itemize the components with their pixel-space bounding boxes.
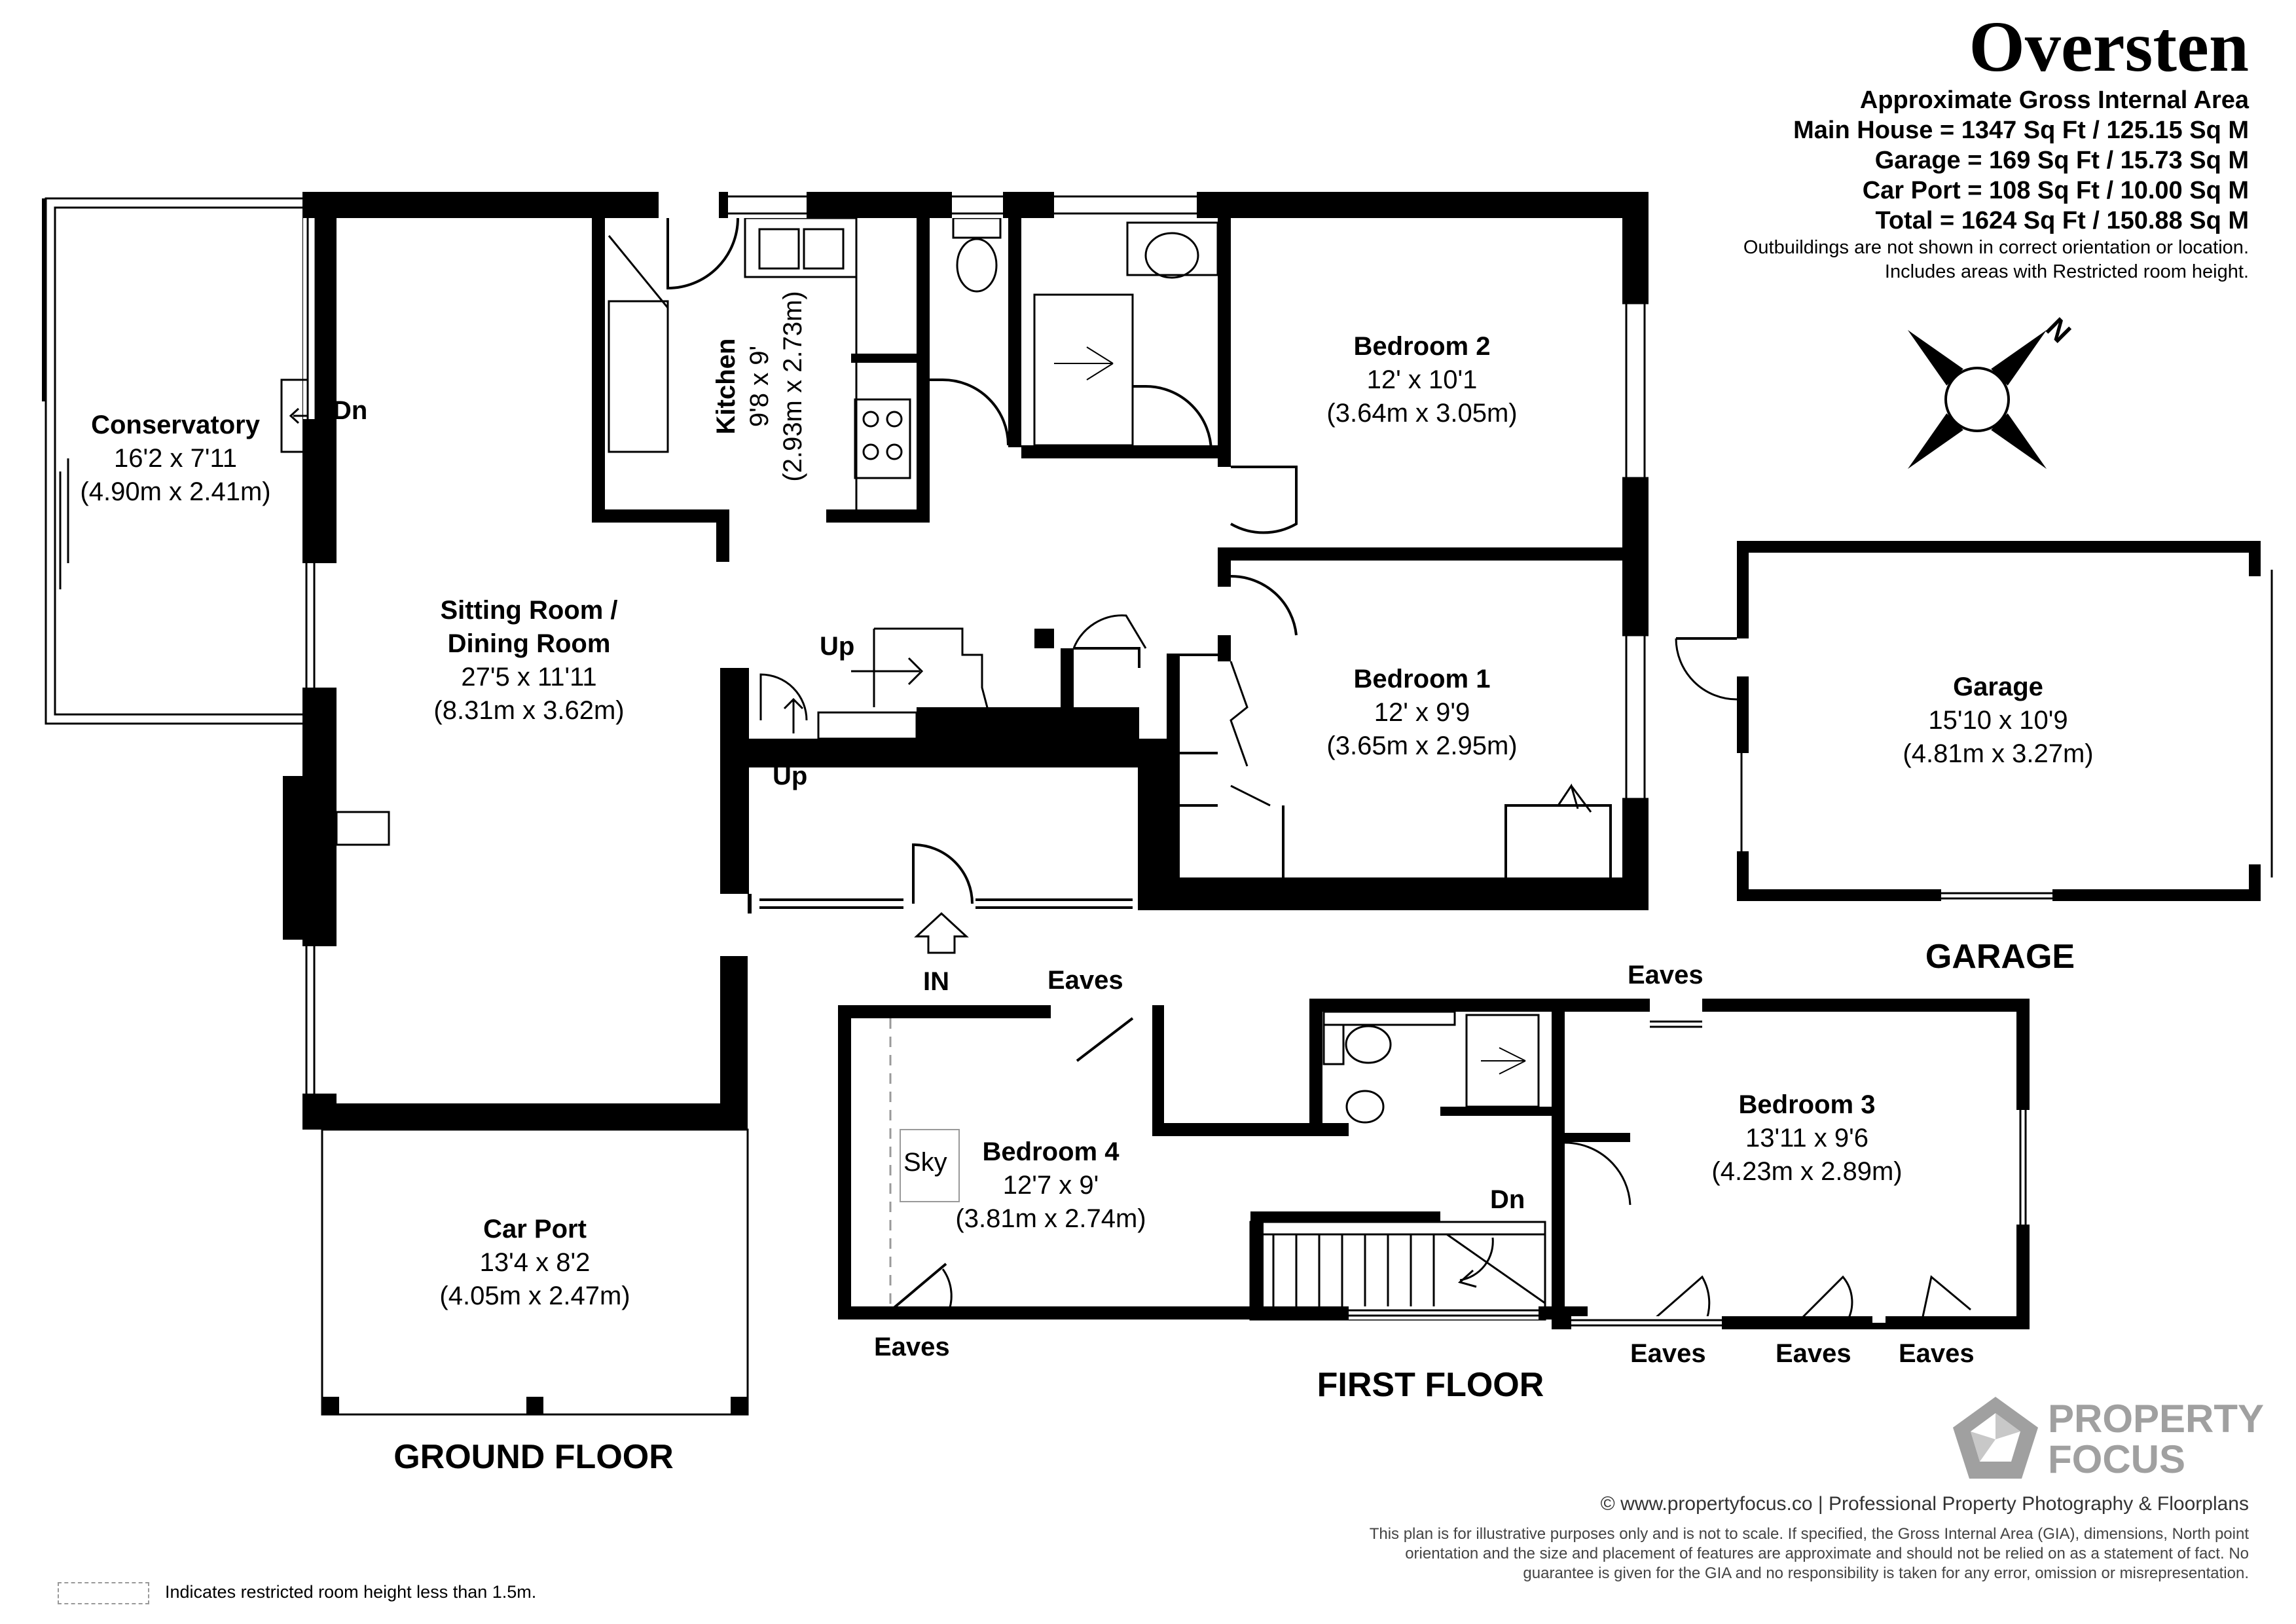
- note-restricted: Includes areas with Restricted room heig…: [1884, 261, 2249, 282]
- room-name-bedroom1: Bedroom 1: [1354, 665, 1491, 693]
- area-main-house: Main House = 1347 Sq Ft / 125.15 Sq M: [1793, 117, 2249, 144]
- legend-text: Indicates restricted room height less th…: [165, 1582, 537, 1602]
- room-name-conservatory: Conservatory: [91, 411, 261, 439]
- label-eaves-bedroom3-1: Eaves: [1630, 1339, 1706, 1368]
- property-name: Oversten: [1969, 7, 2249, 86]
- property-focus-logo: PROPERTY FOCUS: [1950, 1393, 2264, 1485]
- first-floor-plan: [838, 999, 2030, 1329]
- ground-floor-plan: [42, 192, 1649, 1416]
- label-up-stairs: Up: [820, 632, 854, 661]
- room-name-sitting-1: Sitting Room /: [440, 596, 617, 625]
- room-name-kitchen: Kitchen: [712, 339, 740, 435]
- room-name-bedroom3: Bedroom 3: [1739, 1090, 1876, 1119]
- room-dims-sitting: 27'5 x 11'11: [461, 663, 596, 692]
- room-dims-garage: 15'10 x 10'9: [1928, 706, 2068, 735]
- label-eaves-bedroom3-top: Eaves: [1628, 961, 1704, 989]
- area-car-port: Car Port = 108 Sq Ft / 10.00 Sq M: [1862, 177, 2249, 204]
- room-dims-carport: 13'4 x 8'2: [480, 1248, 591, 1277]
- room-metric-carport: (4.05m x 2.47m): [439, 1282, 630, 1310]
- room-metric-conservatory: (4.90m x 2.41m): [80, 477, 270, 506]
- room-dims-bedroom1: 12' x 9'9: [1374, 698, 1470, 727]
- room-dims-bedroom3: 13'11 x 9'6: [1745, 1124, 1868, 1153]
- room-metric-bedroom3: (4.23m x 2.89m): [1711, 1157, 1902, 1186]
- disclaimer: This plan is for illustrative purposes o…: [1369, 1525, 2249, 1582]
- area-garage: Garage = 169 Sq Ft / 15.73 Sq M: [1874, 147, 2249, 174]
- area-total: Total = 1624 Sq Ft / 150.88 Sq M: [1875, 207, 2249, 234]
- floor-label-first: FIRST FLOOR: [1317, 1366, 1544, 1404]
- label-dn-first: Dn: [1490, 1185, 1525, 1214]
- room-metric-sitting: (8.31m x 3.62m): [433, 696, 624, 725]
- floor-label-ground: GROUND FLOOR: [393, 1438, 674, 1476]
- room-metric-bedroom4: (3.81m x 2.74m): [955, 1204, 1146, 1233]
- room-metric-kitchen: (2.93m x 2.73m): [778, 291, 807, 481]
- label-eaves-bedroom3-2: Eaves: [1776, 1339, 1851, 1368]
- area-title: Approximate Gross Internal Area: [1859, 86, 2249, 114]
- room-dims-bedroom2: 12' x 10'1: [1367, 365, 1478, 394]
- restricted-height-swatch: [58, 1582, 149, 1604]
- garage-plan: [1675, 541, 2273, 901]
- legend: Indicates restricted room height less th…: [58, 1582, 536, 1604]
- room-name-bedroom4: Bedroom 4: [983, 1137, 1120, 1166]
- room-metric-bedroom1: (3.65m x 2.95m): [1326, 731, 1517, 760]
- room-name-carport: Car Port: [483, 1215, 587, 1244]
- property-header: Oversten Approximate Gross Internal Area…: [1743, 8, 2249, 284]
- label-up-hall: Up: [773, 762, 807, 790]
- compass-north-label: N: [2039, 312, 2077, 349]
- logo-text-property: PROPERTY: [2048, 1397, 2265, 1441]
- label-eaves-bedroom4-top: Eaves: [1048, 966, 1123, 995]
- credit-line: © www.propertyfocus.co | Professional Pr…: [1600, 1493, 2249, 1515]
- label-eaves-bedroom3-3: Eaves: [1899, 1339, 1975, 1368]
- label-eaves-bedroom4-bottom: Eaves: [874, 1333, 950, 1361]
- label-sky: Sky: [903, 1148, 947, 1177]
- logo-text-focus: FOCUS: [2048, 1437, 2185, 1481]
- room-name-bedroom2: Bedroom 2: [1354, 332, 1491, 361]
- room-name-garage: Garage: [1953, 673, 2043, 701]
- note-outbuildings: Outbuildings are not shown in correct or…: [1743, 237, 2249, 258]
- room-metric-garage: (4.81m x 3.27m): [1903, 739, 2093, 768]
- label-dn-conservatory: Dn: [333, 396, 367, 425]
- compass-rose: [1907, 329, 2047, 470]
- room-dims-conservatory: 16'2 x 7'11: [114, 444, 237, 473]
- room-name-sitting-2: Dining Room: [448, 629, 611, 658]
- room-metric-bedroom2: (3.64m x 3.05m): [1326, 399, 1517, 428]
- label-in: IN: [923, 967, 949, 996]
- floor-label-garage: GARAGE: [1925, 938, 2075, 976]
- room-dims-kitchen: 9'8 x 9': [745, 346, 774, 427]
- room-dims-bedroom4: 12'7 x 9': [1003, 1171, 1099, 1200]
- logo-mark-icon: [1953, 1397, 2038, 1479]
